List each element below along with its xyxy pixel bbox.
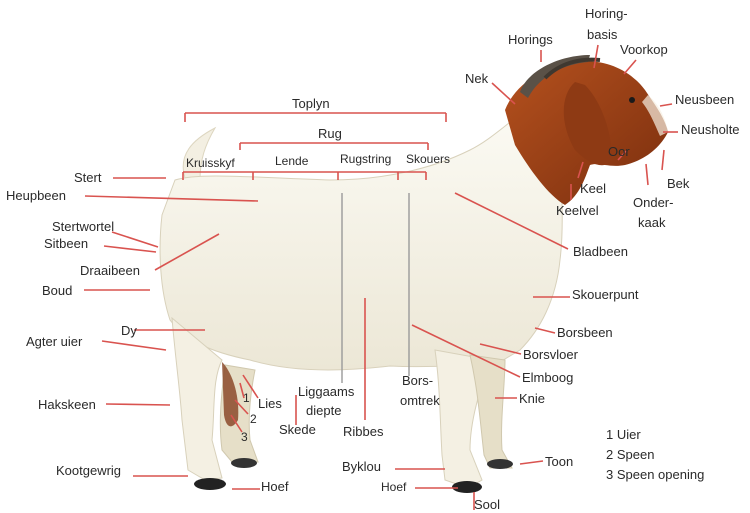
label-bladbeen: Bladbeen <box>573 245 628 259</box>
label-nek: Nek <box>465 72 488 86</box>
legend-item-uier: 1 Uier <box>606 425 704 445</box>
hoof-back-near <box>194 478 226 490</box>
label-kootgewrig: Kootgewrig <box>56 464 121 478</box>
label-onderkaak-2: kaak <box>638 216 665 230</box>
label-dy: Dy <box>121 324 137 338</box>
label-hoef-front: Hoef <box>381 480 406 494</box>
label-toplyn: Toplyn <box>292 97 330 111</box>
label-liggaamsdiepte-1: Liggaams <box>298 385 354 399</box>
label-kruisskyf: Kruisskyf <box>186 156 235 170</box>
label-skede: Skede <box>279 423 316 437</box>
label-skouers: Skouers <box>406 152 450 166</box>
label-elmboog: Elmboog <box>522 371 573 385</box>
label-borsomtrek-2: omtrek <box>400 394 440 408</box>
label-bek: Bek <box>667 177 689 191</box>
label-byklou: Byklou <box>342 460 381 474</box>
label-stert: Stert <box>74 171 101 185</box>
label-stertwortel: Stertwortel <box>52 220 114 234</box>
label-borsomtrek-1: Bors- <box>402 374 433 388</box>
hoof-back-far <box>231 458 257 468</box>
label-sool: Sool <box>474 498 500 512</box>
label-voorkop: Voorkop <box>620 43 668 57</box>
label-onderkaak-1: Onder- <box>633 196 673 210</box>
label-horingbasis-2: basis <box>587 28 617 42</box>
hoof-front-near <box>452 481 482 493</box>
label-heupbeen: Heupbeen <box>6 189 66 203</box>
label-num-1: 1 <box>243 391 250 405</box>
hoof-front-far <box>487 459 513 469</box>
label-lies: Lies <box>258 397 282 411</box>
label-num-2: 2 <box>250 412 257 426</box>
label-neusbeen: Neusbeen <box>675 93 734 107</box>
label-skouerpunt: Skouerpunt <box>572 288 639 302</box>
label-ribbes: Ribbes <box>343 425 383 439</box>
label-horingbasis-1: Horing- <box>585 7 628 21</box>
label-sitbeen: Sitbeen <box>44 237 88 251</box>
goat-front-leg-far <box>470 355 512 468</box>
label-rugstring: Rugstring <box>340 152 391 166</box>
label-toon: Toon <box>545 455 573 469</box>
label-neusholte: Neusholte <box>681 123 740 137</box>
label-hoef-back: Hoef <box>261 480 288 494</box>
legend-item-speen: 2 Speen <box>606 445 704 465</box>
label-lende: Lende <box>275 154 308 168</box>
label-knie: Knie <box>519 392 545 406</box>
label-num-3: 3 <box>241 430 248 444</box>
label-borsbeen: Borsbeen <box>557 326 613 340</box>
label-agter-uier: Agter uier <box>26 335 82 349</box>
label-rug: Rug <box>318 127 342 141</box>
label-keel: Keel <box>580 182 606 196</box>
label-keelvel: Keelvel <box>556 204 599 218</box>
legend-item-speen-opening: 3 Speen opening <box>606 465 704 485</box>
label-liggaamsdiepte-2: diepte <box>306 404 341 418</box>
legend: 1 Uier 2 Speen 3 Speen opening <box>606 425 704 485</box>
goat-eye <box>629 97 635 103</box>
label-borsvloer: Borsvloer <box>523 348 578 362</box>
goat-illustration <box>160 55 668 493</box>
label-oor: Oor <box>608 145 630 159</box>
label-hakskeen: Hakskeen <box>38 398 96 412</box>
label-draaibeen: Draaibeen <box>80 264 140 278</box>
label-boud: Boud <box>42 284 72 298</box>
label-horings: Horings <box>508 33 553 47</box>
